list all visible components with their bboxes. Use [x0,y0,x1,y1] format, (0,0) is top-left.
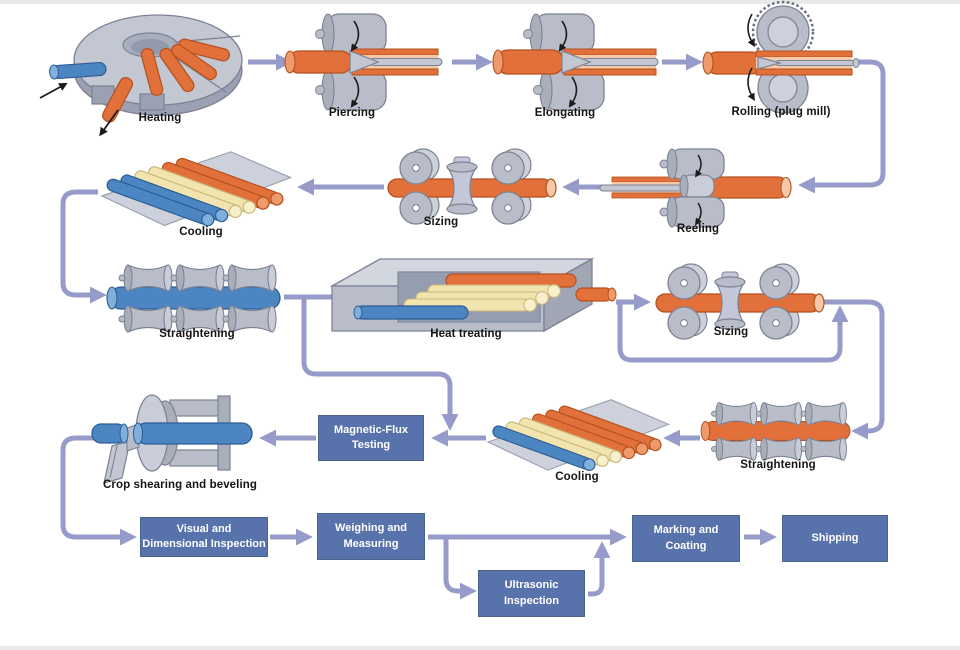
piercing-mill-illustration [284,13,443,111]
straightener-2-illustration [700,402,851,461]
straightener-1-illustration [106,264,281,333]
label-reeling: Reeling [676,223,720,235]
arrow-crop-shearing-to-visual [60,435,137,546]
branch-to-ultrasonic [443,537,477,600]
label-heat-treating: Heat treating [430,328,502,340]
label-crop-shearing: Crop shearing and beveling [102,479,258,491]
plug-mill-illustration [702,0,860,114]
bottom-border-strip [0,646,960,650]
process-box-ultrasonic-inspection: Ultrasonic Inspection [478,570,585,617]
flow-connectors [60,53,886,600]
label-rolling-plug-mill: Rolling (plug mill) [731,106,831,118]
label-sizing-1: Sizing [423,216,459,228]
billet-out-arrow-icon [99,109,119,137]
heating-furnace-illustration [39,14,243,137]
arrow-sizing2-to-straightening2 [822,299,885,440]
label-cooling-1: Cooling [179,226,223,238]
label-straightening-1: Straightening [159,328,235,340]
elongating-mill-illustration [492,13,659,111]
heat-treating-furnace-illustration [329,257,617,333]
crop-shear-illustration [91,394,253,484]
cooling-bed-1-illustration [100,151,293,227]
process-box-weighing-measuring: Weighing and Measuring [317,513,425,560]
process-box-marking-coating: Marking and Coating [632,515,740,562]
bypass-around-sizing2 [617,302,849,363]
label-piercing: Piercing [328,107,376,119]
bypass-to-magnetic-flux [301,299,459,431]
arrow-cooling1-to-straightening1 [60,189,107,304]
label-heating: Heating [138,112,182,124]
process-box-magnetic-flux-testing: Magnetic-Flux Testing [318,415,424,461]
billet-in-arrow-icon [39,82,68,99]
process-box-shipping: Shipping [782,515,888,562]
sizing-stand-1-illustration [387,148,557,225]
label-cooling-2: Cooling [555,471,599,483]
process-box-visual-dimensional-inspection: Visual and Dimensional Inspection [140,517,268,557]
merge-from-ultrasonic [588,541,611,597]
label-straightening-2: Straightening [740,459,816,471]
cooling-bed-2-illustration [486,399,670,471]
arrow-rolling-to-reeling [798,59,886,194]
label-sizing-2: Sizing [713,326,749,338]
label-elongating: Elongating [534,107,596,119]
top-border-strip [0,0,960,4]
reeling-machine-illustration [599,148,792,228]
